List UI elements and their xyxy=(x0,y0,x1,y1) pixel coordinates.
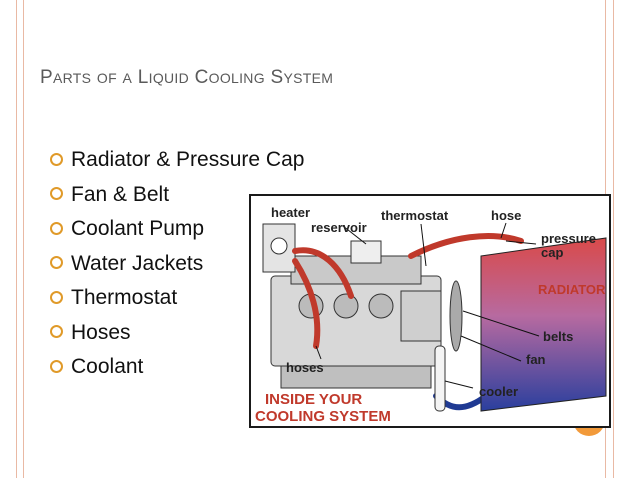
label-radiator: RADIATOR xyxy=(538,282,606,297)
label-hose: hose xyxy=(491,208,521,223)
cooling-system-diagram: heater reservoir thermostat hose pressur… xyxy=(249,194,611,428)
left-border-line xyxy=(16,0,17,478)
list-item: Coolant xyxy=(50,350,304,385)
bullet-circle-icon xyxy=(50,290,63,304)
bullet-circle-icon xyxy=(50,256,63,270)
bullet-circle-icon xyxy=(50,221,63,235)
right-border-line xyxy=(613,0,614,478)
bullet-circle-icon xyxy=(50,187,63,201)
label-pressure: pressure xyxy=(541,231,596,246)
list-item: Hoses xyxy=(50,316,304,351)
cooler-tube xyxy=(434,345,446,412)
bullet-list: Radiator & Pressure Cap Fan & Belt Coola… xyxy=(50,143,304,385)
label-thermostat: thermostat xyxy=(381,208,449,223)
label-fan: fan xyxy=(526,352,546,367)
label-heater: heater xyxy=(271,205,310,220)
heater-unit xyxy=(262,223,296,273)
list-item: Water Jackets xyxy=(50,247,304,282)
label-belts: belts xyxy=(543,329,573,344)
diagram-illustration: heater reservoir thermostat hose pressur… xyxy=(255,205,607,425)
bullet-circle-icon xyxy=(50,152,63,166)
label-cap: cap xyxy=(541,245,563,260)
list-item: Coolant Pump xyxy=(50,212,304,247)
left-border-line-inner xyxy=(23,0,24,478)
fan xyxy=(449,280,463,352)
list-item: Radiator & Pressure Cap xyxy=(50,143,304,178)
caption-line-2: COOLING SYSTEM xyxy=(255,408,391,425)
list-item: Thermostat xyxy=(50,281,304,316)
bullet-circle-icon xyxy=(50,325,63,339)
bullet-circle-icon xyxy=(50,359,63,373)
label-hoses: hoses xyxy=(286,360,324,375)
list-item: Fan & Belt xyxy=(50,178,304,213)
label-reservoir: reservoir xyxy=(311,220,367,235)
label-cooler: cooler xyxy=(479,384,518,399)
radiator xyxy=(480,237,607,412)
leader-lines xyxy=(315,222,540,389)
reservoir-tank xyxy=(350,240,382,264)
slide-title: PARTS OF A LIQUID COOLING SYSTEM xyxy=(40,67,334,88)
caption-line-1: INSIDE YOUR xyxy=(265,391,362,408)
